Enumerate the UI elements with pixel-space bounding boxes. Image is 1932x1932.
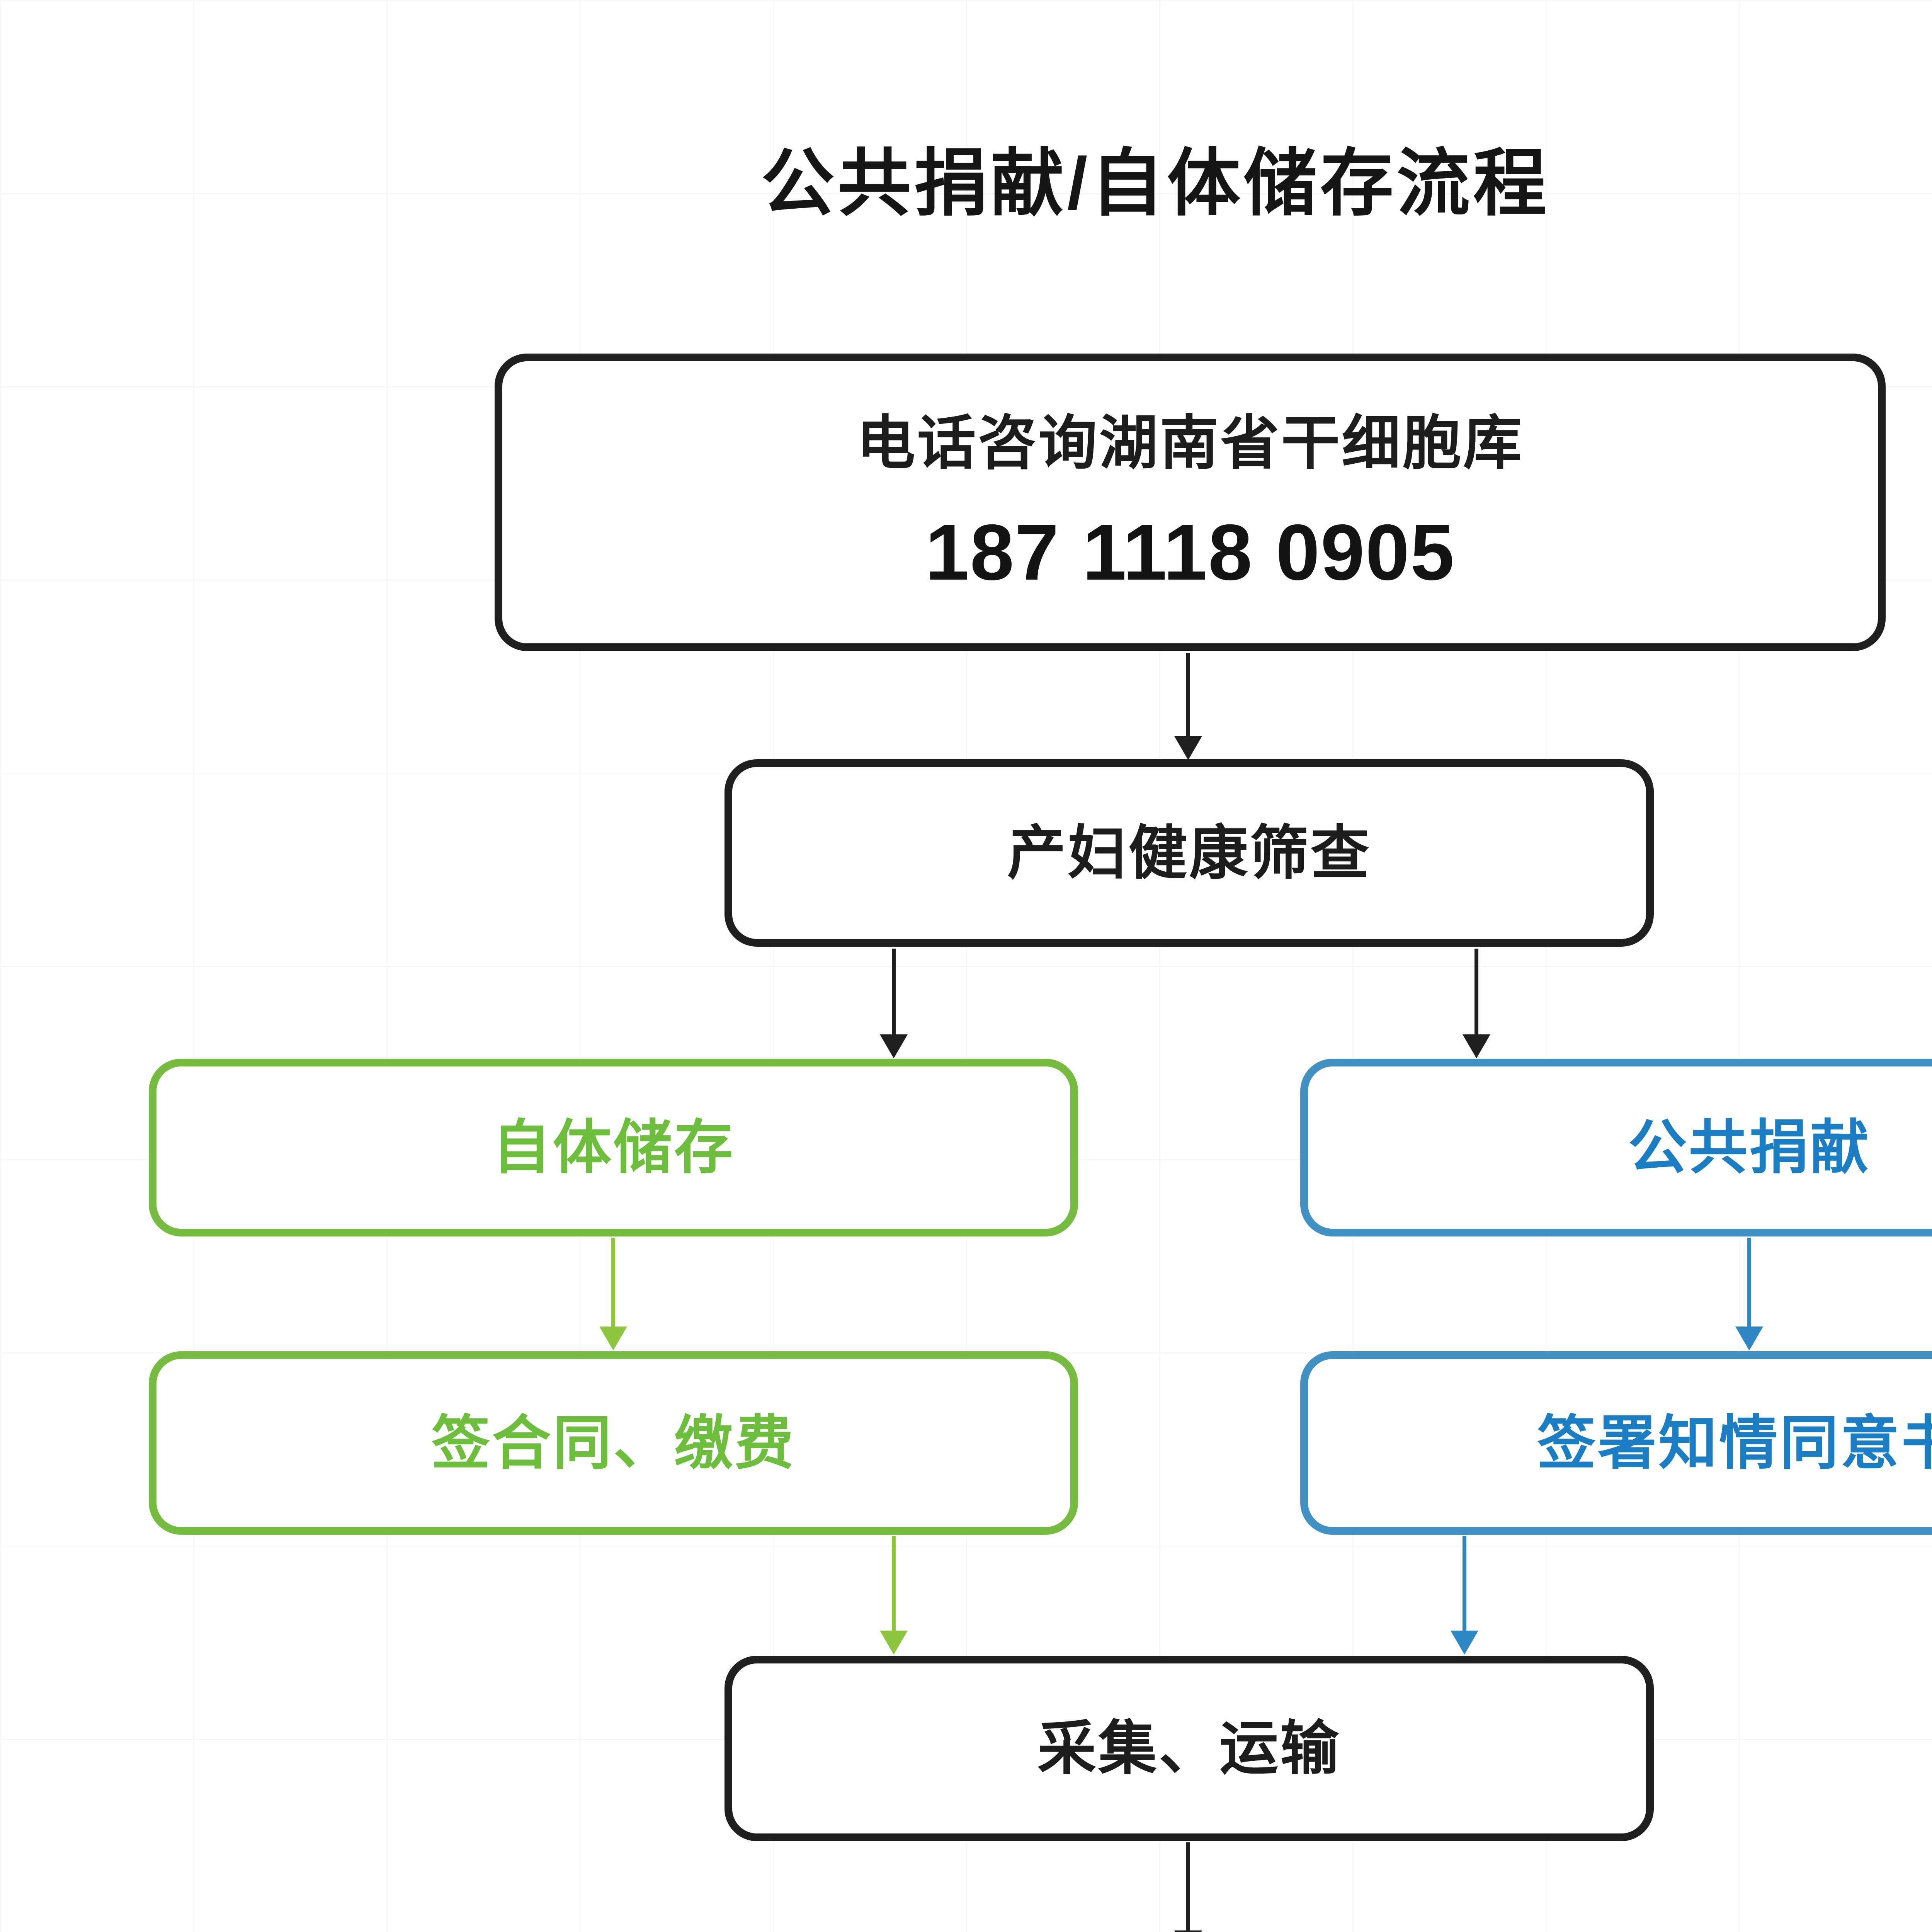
phone-number: 187 1118 0905 <box>925 508 1455 597</box>
arrow-consent-to-collect <box>1463 1536 1466 1631</box>
health-screening-label: 产妇健康筛查 <box>1007 820 1371 886</box>
arrow-self-storage-to-contract <box>611 1238 615 1327</box>
sign-consent-label: 签署知情同意书 <box>1537 1410 1932 1476</box>
step-public-donation: 公共捐献 <box>1300 1059 1932 1236</box>
step-phone-consult: 电话咨询湖南省干细胞库 187 1118 0905 <box>495 354 1886 651</box>
step-sign-contract-pay: 签合同、缴费 <box>149 1351 1078 1535</box>
page-title: 公共捐献/自体储存流程 <box>761 143 1550 224</box>
arrow-phone-to-screening <box>1186 653 1190 736</box>
step-self-storage: 自体储存 <box>149 1059 1078 1236</box>
phone-consult-label: 电话咨询湖南省干细胞库 <box>856 410 1524 476</box>
step-health-screening: 产妇健康筛查 <box>724 759 1654 947</box>
collect-transport-label: 采集、运输 <box>1037 1716 1341 1781</box>
public-donation-label: 公共捐献 <box>1628 1115 1871 1180</box>
self-storage-label: 自体储存 <box>492 1115 735 1180</box>
arrow-contract-to-collect <box>892 1536 896 1631</box>
arrow-public-donation-to-consent <box>1747 1238 1751 1327</box>
sign-contract-label: 签合同、缴费 <box>431 1410 796 1476</box>
step-collect-transport: 采集、运输 <box>724 1656 1654 1841</box>
arrow-collect-to-prepare <box>1186 1842 1190 1930</box>
arrow-screening-to-public-donation <box>1475 949 1478 1034</box>
step-sign-consent: 签署知情同意书 <box>1300 1351 1932 1535</box>
arrow-screening-to-self-storage <box>892 949 896 1034</box>
